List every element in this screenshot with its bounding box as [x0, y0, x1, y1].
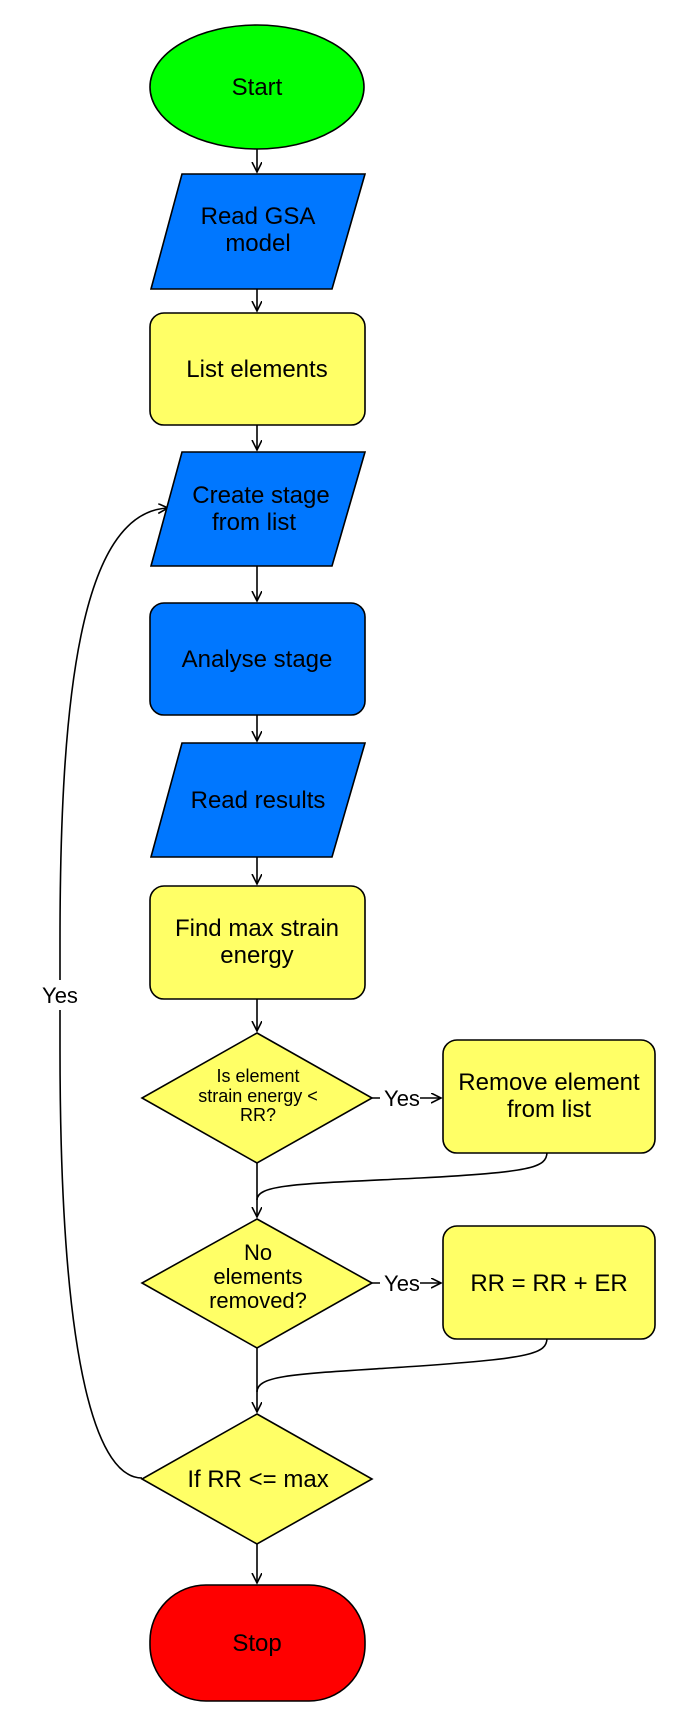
edge-label-yes-update: Yes [384, 1271, 420, 1296]
node-decision-removed: No elements removed? [140, 1218, 374, 1349]
analyse-stage-process-box [149, 602, 366, 716]
decision-max-label: If RR <= max [187, 1466, 328, 1493]
start-label: Start [232, 74, 283, 101]
decision-removed-label-line1: No [244, 1240, 272, 1265]
edge-update-merge [256, 1337, 548, 1393]
analyse-stage-label: Analyse stage [182, 646, 333, 673]
edge-remove-merge [256, 1151, 548, 1201]
read-results-io-shape [149, 742, 367, 858]
update-rr-process-box [442, 1225, 656, 1340]
decision-removed-label-line2: elements [213, 1264, 302, 1289]
node-stop: Stop [149, 1584, 366, 1702]
read-model-label-line1: Read GSA [201, 203, 316, 230]
read-model-io-shape [149, 173, 367, 290]
decision-strain-label-line2: strain energy < [198, 1086, 318, 1106]
find-max-label-line2: energy [220, 942, 293, 969]
node-decision-max: If RR <= max [140, 1413, 374, 1545]
read-results-label: Read results [191, 787, 326, 814]
remove-element-label-line2: from list [507, 1096, 591, 1123]
edge-label-yes-remove: Yes [384, 1086, 420, 1111]
start-terminator [149, 24, 365, 150]
decision-strain-label-line3: RR? [240, 1105, 276, 1125]
decision-removed-label-line3: removed? [209, 1288, 307, 1313]
node-create-stage: Create stage from list [149, 451, 367, 567]
node-find-max: Find max strain energy [149, 885, 366, 1000]
read-model-label-line2: model [225, 230, 290, 257]
create-stage-label-line1: Create stage [192, 482, 329, 509]
create-stage-label-line2: from list [212, 509, 296, 536]
decision-strain-label-line1: Is element [216, 1066, 299, 1086]
edge-label-yes-loop: Yes [42, 983, 78, 1008]
stop-terminator [149, 1584, 366, 1702]
list-elements-process-box [149, 312, 366, 426]
update-rr-label: RR = RR + ER [470, 1270, 627, 1297]
node-read-results: Read results [149, 742, 367, 858]
node-start: Start [149, 24, 365, 150]
node-decision-strain: Is element strain energy < RR? [140, 1032, 374, 1164]
stop-label: Stop [232, 1630, 281, 1657]
node-list-elements: List elements [149, 312, 366, 426]
node-remove-element: Remove element from list [442, 1039, 656, 1154]
node-read-model: Read GSA model [149, 173, 367, 290]
node-update-rr: RR = RR + ER [442, 1225, 656, 1340]
remove-element-process-box [442, 1039, 656, 1154]
list-elements-label: List elements [186, 356, 327, 383]
create-stage-io-shape [149, 451, 367, 567]
edge-loop-yes-to-create-stage [59, 508, 168, 1479]
decision-strain-diamond [140, 1032, 374, 1164]
node-analyse-stage: Analyse stage [149, 602, 366, 716]
find-max-label-line1: Find max strain [175, 915, 339, 942]
find-max-process-box [149, 885, 366, 1000]
remove-element-label-line1: Remove element [458, 1069, 640, 1096]
decision-max-diamond [140, 1413, 374, 1545]
decision-removed-diamond [140, 1218, 374, 1349]
